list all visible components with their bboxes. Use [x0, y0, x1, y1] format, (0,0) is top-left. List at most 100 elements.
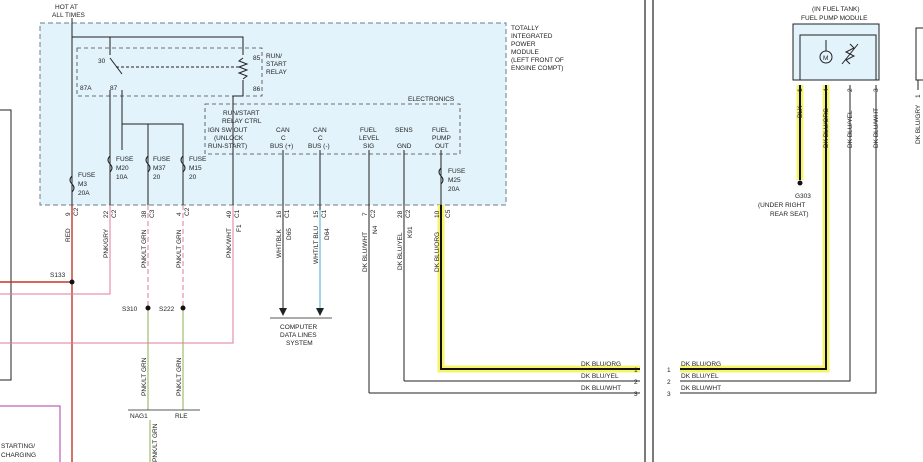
left-module-edge	[0, 109, 12, 381]
pink-gry-wire	[0, 205, 111, 295]
pin-15: 15	[313, 210, 320, 218]
left-pin-3: 3	[634, 391, 638, 398]
pin-22: 22	[103, 210, 110, 218]
lower-wire-2: PNK/LT GRN	[176, 357, 183, 396]
fuse-m37-3: 20	[153, 174, 161, 181]
fuse-m3-1: FUSE	[78, 172, 96, 179]
fp-wire-org: DK BLU/ORG	[823, 108, 830, 148]
ground-loc-2: REAR SEAT)	[770, 211, 809, 218]
fuel-pump-out-1: FUEL	[432, 127, 449, 134]
can-minus-2: C	[318, 135, 323, 142]
relay-label-2: START	[266, 61, 287, 68]
can-minus-3: BUS (-)	[308, 143, 330, 150]
left-pin-1: 1	[634, 367, 638, 374]
wire-wht-lt-blu: WHT/LT BLU	[313, 226, 320, 264]
far-right-pin: 1	[915, 94, 922, 98]
pin-49: 49	[226, 210, 233, 218]
relay-label-3: RELAY	[266, 69, 287, 76]
electronics-box	[204, 103, 461, 155]
wire-dk-blu-org: DK BLU/ORG	[434, 232, 441, 272]
tipm-title-3: POWER	[511, 41, 536, 48]
relay-switch-arm	[109, 57, 123, 75]
pin-16-conn: C1	[284, 209, 291, 218]
fuel-pump-out-wire	[440, 205, 640, 370]
fp-pin-4: 4	[823, 88, 830, 92]
can-minus-arrow	[316, 308, 324, 316]
pin-10: 10	[434, 210, 441, 218]
can-plus-1: CAN	[276, 127, 290, 134]
fuse-m37-symbol	[145, 155, 151, 173]
relay-pin-87a: 87A	[80, 85, 92, 92]
fp-motor-m: M	[823, 55, 828, 62]
pin-28-conn: C2	[405, 209, 412, 218]
pin-10-conn: C5	[445, 209, 452, 218]
fuel-pump-out-2: PUMP	[432, 135, 451, 142]
relay-coil-wire	[232, 80, 244, 205]
pin-9-conn: C2	[73, 207, 80, 216]
fp-title: FUEL PUMP MODULE	[801, 15, 868, 22]
ign-sw-2: (UNLOCK	[214, 135, 244, 142]
can-plus-3: BUS (+)	[270, 143, 293, 150]
fp-wire-blk: BLK	[797, 105, 804, 118]
lower-wire-1: PNK/LT GRN	[141, 357, 148, 396]
fp-wire-yel: DK BLU/YEL	[847, 110, 854, 148]
sens-gnd-2: GND	[397, 143, 412, 150]
hot-label-2: ALL TIMES	[52, 12, 86, 19]
sensor-arrow	[841, 43, 859, 65]
fuse-m15-symbol	[180, 155, 186, 173]
relay-pin-87: 87	[110, 85, 118, 92]
relay-feed-wire	[72, 36, 244, 55]
ground-g303	[797, 180, 803, 186]
tipm-title-1: TOTALLY	[511, 25, 539, 32]
wire-pnk-grn-1: PNK/LT GRN	[141, 229, 148, 268]
circuit-d64: D64	[324, 228, 331, 240]
ground-g303-label: G303	[795, 193, 811, 200]
splice-s222	[180, 305, 186, 311]
pin-7: 7	[362, 212, 369, 216]
left-wire-org: DK BLU/ORG	[581, 361, 621, 368]
pin-49-conn: C1	[234, 209, 241, 218]
far-right-connector-edge	[915, 27, 923, 81]
fuse-m3-3: 20A	[78, 190, 90, 197]
pump-internal-wire	[799, 34, 877, 80]
starting-label-2: CHARGING	[1, 452, 36, 459]
circuit-k91: K91	[407, 226, 414, 238]
splice-s310-label: S310	[122, 306, 138, 313]
relay-coil-symbol	[237, 57, 249, 80]
relay-pin-86: 86	[253, 86, 261, 93]
left-wire-wht: DK BLU/WHT	[581, 385, 621, 392]
ground-loc-1: (UNDER RIGHT	[758, 202, 805, 209]
splice-s133	[69, 279, 75, 285]
fuel-pump-out-highlight	[437, 205, 640, 373]
fp-pin-1: 1	[797, 88, 804, 92]
fp-location: (IN FUEL TANK)	[812, 6, 860, 13]
can-plus-2: C	[281, 135, 286, 142]
right-pin-1: 1	[667, 367, 671, 374]
tipm-module-box	[39, 22, 507, 206]
splice-s310	[145, 305, 151, 311]
computer-label-3: SYSTEM	[286, 340, 313, 347]
splice-s222-label: S222	[159, 306, 175, 313]
fuse-m25-symbol	[438, 167, 444, 185]
fuse-m25-3: 20A	[448, 186, 460, 193]
rle-label: RLE	[175, 413, 188, 420]
pin-4-conn: C2	[184, 207, 191, 216]
computer-label-1: COMPUTER	[280, 324, 318, 331]
pin-9: 9	[65, 212, 72, 216]
ign-sw-1: IGN SW OUT	[208, 127, 247, 134]
fuel-level-1: FUEL	[360, 127, 377, 134]
can-minus-1: CAN	[313, 127, 327, 134]
wire-dk-blu-wht: DK BLU/WHT	[362, 232, 369, 272]
left-pin-2: 2	[634, 379, 638, 386]
magenta-wire	[0, 405, 61, 462]
pin-7-conn: C2	[370, 209, 377, 218]
right-pin-2: 2	[667, 379, 671, 386]
pnk-wht-wire	[0, 205, 234, 344]
relay-ctrl-1: RUN/START	[223, 110, 260, 117]
tipm-title-5: (LEFT FRONT OF	[511, 57, 564, 64]
far-right-wire: DK BLU/GRY	[915, 104, 922, 144]
fuse-m25-1: FUSE	[448, 168, 466, 175]
relay-pin-85: 85	[253, 55, 261, 62]
wire-pnk-grn-2: PNK/LT GRN	[176, 229, 183, 268]
